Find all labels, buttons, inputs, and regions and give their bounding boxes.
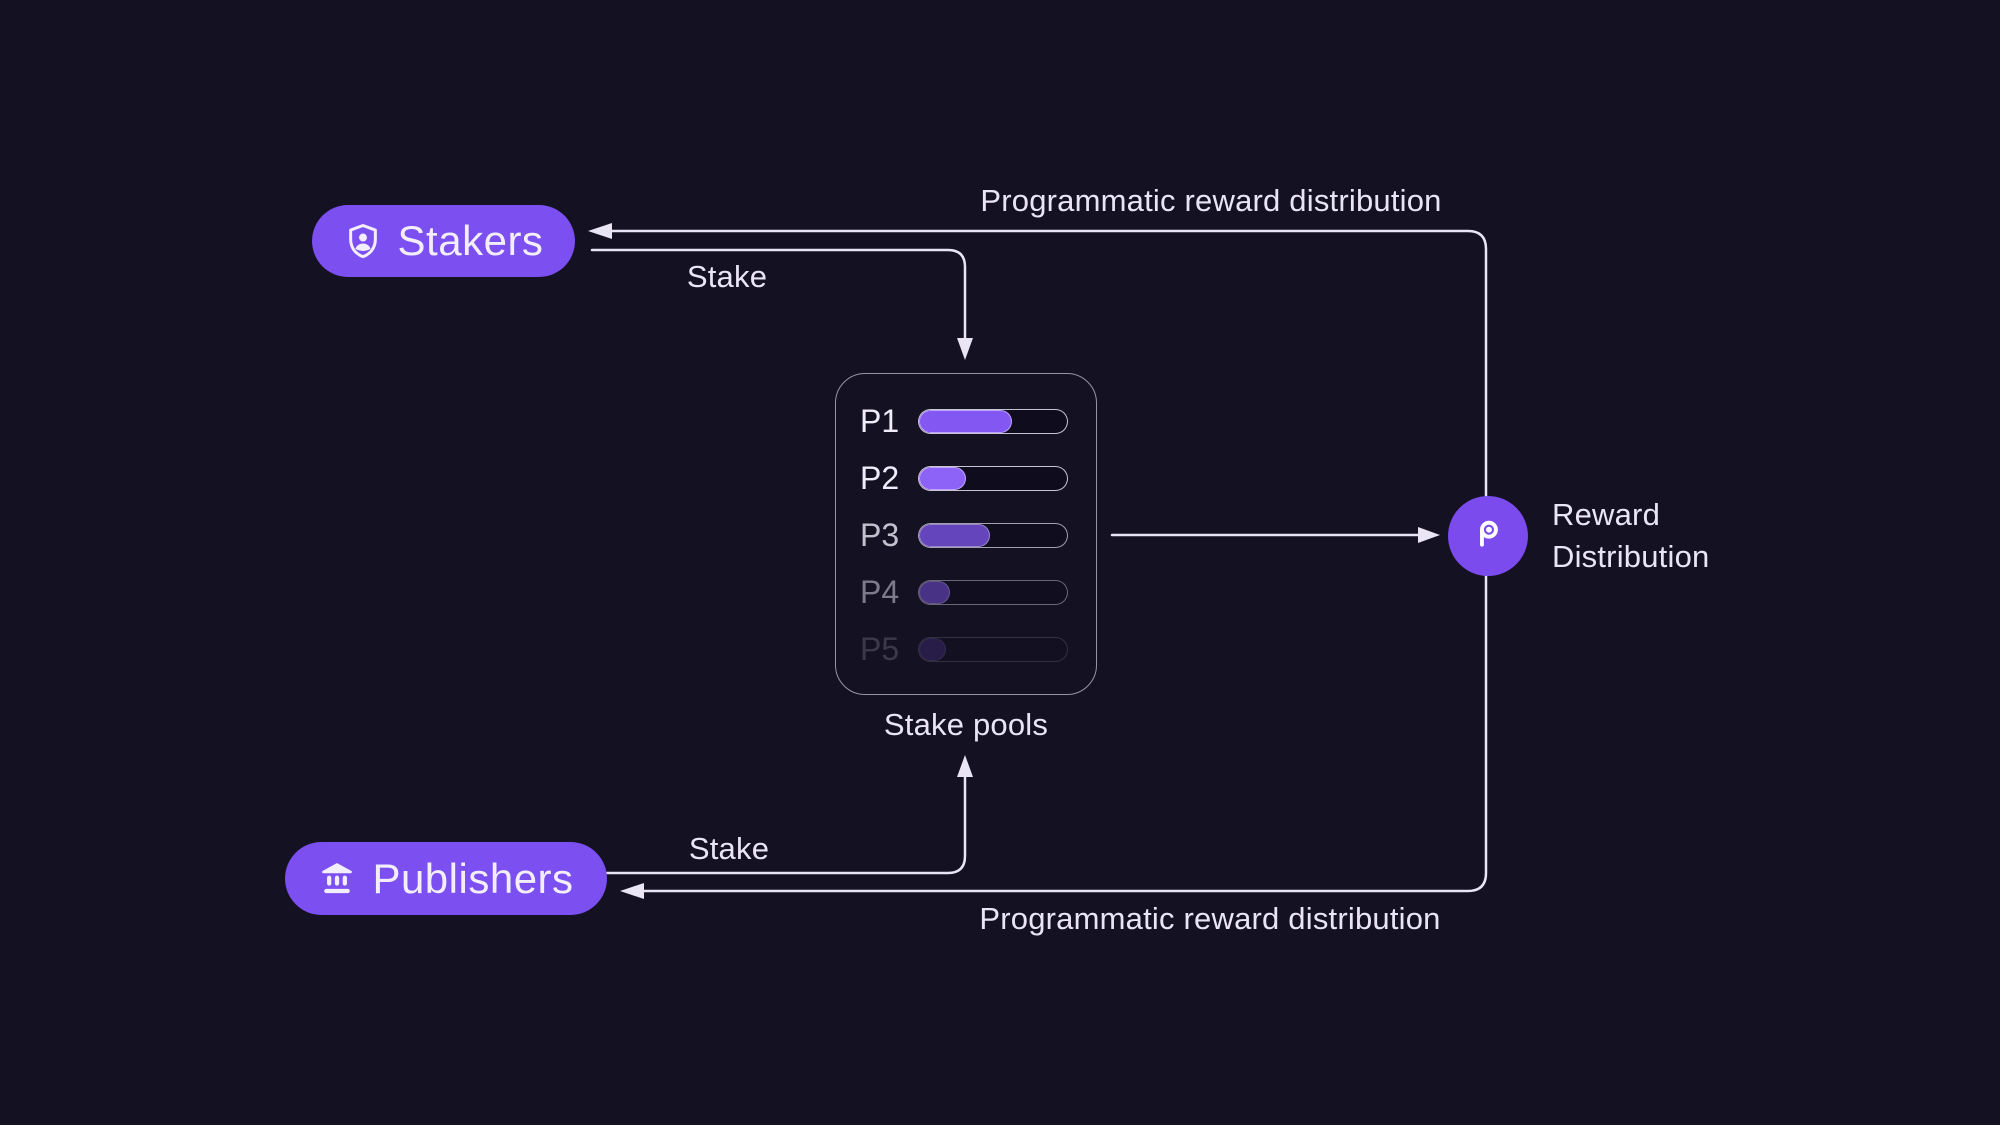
pool-track — [918, 408, 1068, 434]
stakers-label: Stakers — [397, 217, 544, 264]
stake-label-top: Stake — [686, 259, 768, 294]
pool-fill — [919, 523, 991, 547]
pool-label: P2 — [860, 459, 900, 496]
pool-label: P5 — [860, 630, 900, 667]
arrowhead-to-stakers — [588, 223, 612, 239]
publishers-node: Publishers — [285, 842, 607, 915]
stake-label-bottom: Stake — [688, 831, 770, 866]
pool-label: P3 — [860, 516, 900, 553]
programmatic-reward-label-bottom: Programmatic reward distribution — [979, 901, 1441, 936]
pool-row: P3 — [860, 516, 1068, 553]
pyth-logo-icon — [1465, 511, 1511, 562]
pool-fill — [919, 580, 951, 604]
reward-distribution-node — [1448, 496, 1528, 576]
stake-pools-box: P1 P2 P3 P4 P5 — [835, 373, 1097, 695]
pool-fill — [919, 637, 946, 661]
reward-distribution-label: Reward Distribution — [1552, 494, 1709, 578]
bank-icon — [318, 860, 356, 898]
arrowhead-into-pools-top — [957, 338, 973, 360]
shield-user-icon — [344, 222, 382, 260]
pool-track — [918, 579, 1068, 605]
pool-fill — [919, 409, 1013, 433]
stakers-node: Stakers — [312, 205, 575, 277]
arrowhead-to-publishers — [620, 883, 644, 899]
pool-row: P5 — [860, 630, 1068, 667]
pool-label: P1 — [860, 402, 900, 439]
publishers-label: Publishers — [372, 854, 574, 902]
pool-row: P1 — [860, 402, 1068, 439]
pool-track — [918, 636, 1068, 662]
pool-row: P4 — [860, 573, 1068, 610]
stake-pools-label: Stake pools — [883, 707, 1049, 742]
pool-track — [918, 465, 1068, 491]
edge-publishers-stake — [605, 773, 967, 875]
reward-label-line2: Distribution — [1552, 539, 1710, 574]
edge-stakers-stake — [590, 248, 967, 342]
pool-fill — [919, 466, 967, 490]
reward-label-line1: Reward — [1552, 497, 1661, 532]
arrowhead-to-reward — [1418, 527, 1440, 543]
pool-track — [918, 522, 1068, 548]
arrowhead-into-pools-bottom — [957, 755, 973, 777]
programmatic-reward-label-top: Programmatic reward distribution — [980, 183, 1442, 218]
pool-label: P4 — [860, 573, 900, 610]
pool-row: P2 — [860, 459, 1068, 496]
